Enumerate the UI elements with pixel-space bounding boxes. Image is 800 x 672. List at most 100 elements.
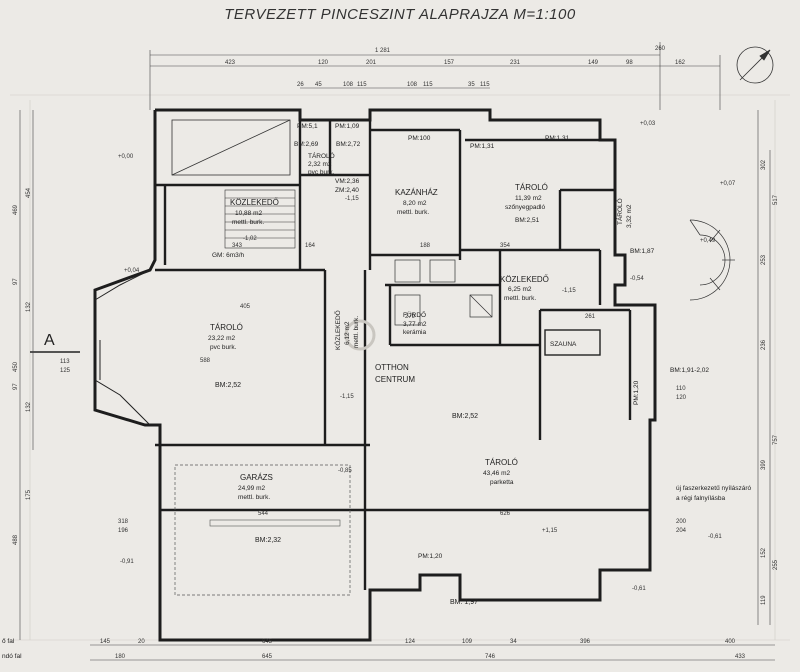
dim-inner: 279 — [405, 314, 416, 320]
level-bm232: BM:2,32 — [255, 537, 281, 544]
dim-left: 469 — [13, 204, 19, 215]
spot-height: +0,00 — [118, 154, 134, 160]
room-area: 6,12 m2 — [344, 321, 351, 345]
room-tarolo-5: TÁROLÓ 43,46 m2 parketta — [483, 458, 518, 486]
dim-top-423: 423 — [225, 60, 236, 66]
room-tarolo-4: TÁROLÓ 23,22 m2 pvc burk. — [208, 323, 243, 351]
room-name: KÖZLEKEDŐ — [500, 275, 549, 284]
dim-bottom: 746 — [485, 654, 496, 660]
dim-top-108b: 108 — [407, 82, 418, 88]
dim-top-231: 231 — [510, 60, 521, 66]
room-furdo: FÜRDŐ 3,77 m2 kerámia — [403, 310, 427, 336]
level-pm100: PM:100 — [408, 135, 431, 142]
level-pm120a: PM:1,20 — [418, 553, 443, 560]
level-vm236: VM:2,36 — [335, 178, 360, 185]
room-finish: parketta — [490, 479, 514, 486]
dim-inner: 204 — [676, 528, 687, 534]
dim-right: 236 — [761, 339, 767, 350]
dim-inner: 120 — [676, 395, 687, 401]
dim-inner: 196 — [118, 528, 129, 534]
dim-left: 132 — [26, 401, 32, 412]
level-pm51: PM:5,1 — [297, 123, 318, 130]
inner-dimensions: 405 588 343 164 188 354 544 626 113 125 … — [60, 243, 687, 534]
plan-title: TERVEZETT PINCESZINT ALAPRAJZA M=1:100 — [224, 6, 576, 23]
section-marker: A — [44, 332, 55, 349]
room-kozlekedo-1: KÖZLEKEDŐ 10,88 m2 mettl. burk. — [230, 198, 279, 226]
dim-top-115c: 115 — [480, 82, 490, 88]
dim-bottom: 145 — [100, 639, 111, 645]
level-pm131a: PM:1,31 — [470, 143, 495, 150]
room-name: TÁROLÓ — [515, 183, 548, 192]
room-szauna: SZAUNA — [550, 341, 577, 348]
sauna-box — [544, 329, 601, 356]
spot-height: +0,07 — [720, 181, 736, 187]
dim-right: 255 — [773, 559, 779, 570]
room-area: 8,20 m2 — [403, 200, 427, 207]
dim-inner: 343 — [232, 243, 243, 249]
level-pm109: PM:1,09 — [335, 123, 360, 130]
left-dimensions: 469 454 132 97 450 97 132 488 175 — [13, 110, 34, 640]
dim-top-45: 45 — [315, 82, 322, 88]
room-kozlekedo-3: KÖZLEKEDŐ 6,12 m2 mettl. burk. — [333, 310, 360, 350]
dim-right: 253 — [761, 254, 767, 265]
spot-height: +1,15 — [542, 528, 558, 534]
outer-walls — [93, 108, 657, 642]
room-area: 3,32 m2 — [626, 204, 633, 228]
room-kazanhaz: KAZÁNHÁZ 8,20 m2 mettl. burk. — [395, 188, 438, 216]
room-finish: mettl. burk. — [504, 295, 536, 302]
dim-bottom: 396 — [580, 639, 591, 645]
dim-left: 175 — [26, 489, 32, 500]
inner-walls — [155, 110, 650, 590]
dim-bottom: 20 — [138, 639, 145, 645]
room-tarolo-3: TÁROLÓ 3,32 m2 — [615, 198, 633, 228]
dim-left: 97 — [13, 383, 19, 390]
level-pm120b: PM:1,20 — [633, 380, 640, 405]
dim-right: 757 — [773, 434, 779, 445]
room-area: 3,77 m2 — [403, 321, 427, 328]
dim-right: 119 — [761, 595, 767, 605]
room-name: KAZÁNHÁZ — [395, 188, 438, 197]
dim-right: 152 — [761, 547, 767, 558]
room-area: 2,32 m2 — [308, 161, 332, 168]
room-finish: mettl. burk. — [397, 209, 429, 216]
dim-top-115a: 115 — [357, 82, 367, 88]
level-bm191: BM:1,91-2,02 — [670, 367, 709, 374]
dim-right: 517 — [773, 194, 779, 205]
dim-left: 97 — [13, 278, 19, 285]
legend-line2: ndó fal — [2, 653, 22, 660]
room-tarolo-2: TÁROLÓ 11,39 m2 szőnyegpadló — [505, 183, 548, 211]
dim-bottom: 645 — [262, 639, 273, 645]
dim-right: 302 — [761, 159, 767, 170]
level-pm131b: PM:1,31 — [545, 135, 570, 142]
dim-top-120: 120 — [318, 60, 329, 66]
dim-top-98: 98 — [626, 60, 633, 66]
top-dims-row2: 423 120 201 157 231 149 98 162 — [225, 60, 686, 66]
room-area: 6,25 m2 — [508, 286, 532, 293]
room-finish: szőnyegpadló — [505, 204, 545, 211]
room-area: 23,22 m2 — [208, 335, 235, 342]
dim-inner: 588 — [200, 358, 211, 364]
dim-inner: 113 — [60, 359, 70, 365]
room-name: KÖZLEKEDŐ — [230, 198, 279, 207]
garage-car-outline — [174, 464, 351, 596]
dim-top-157: 157 — [444, 60, 455, 66]
dim-inner: 188 — [420, 243, 431, 249]
note-new-door: új faszerkezetű nyílászáró — [676, 485, 752, 492]
right-dimensions: 302 517 253 236 757 399 255 152 119 — [757, 110, 779, 625]
room-finish: mettl. burk. — [353, 316, 360, 348]
spot-heights: +0,00 +0,03 +0,07 -1,02 +0,04 -1,15 -0,5… — [118, 121, 736, 592]
room-tarolo-1: TÁROLÓ 2,32 m2 pvc burk. — [308, 151, 335, 176]
room-kozlekedo-2: KÖZLEKEDŐ 6,25 m2 mettl. burk. — [500, 275, 549, 302]
spot-height: -0,61 — [632, 586, 646, 592]
boiler-fixtures — [394, 259, 493, 326]
room-area: 10,88 m2 — [235, 210, 262, 217]
dim-bottom: 400 — [725, 639, 736, 645]
room-area: 43,46 m2 — [483, 470, 510, 477]
dim-top-115b: 115 — [423, 82, 433, 88]
room-finish: kerámia — [403, 329, 427, 336]
spot-height: +0,04 — [124, 268, 140, 274]
dim-left: 488 — [13, 534, 19, 545]
dim-left: 450 — [13, 361, 19, 372]
watermark-line1: OTTHON — [375, 363, 409, 372]
staircase — [224, 189, 296, 249]
